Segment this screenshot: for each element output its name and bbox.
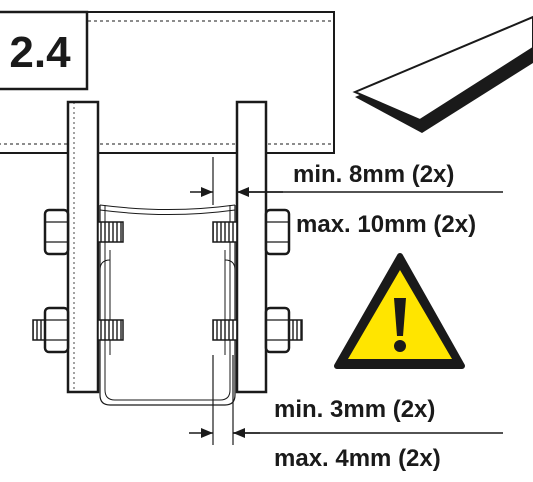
step-number: 2.4 <box>9 28 71 77</box>
upper-gap-dimension <box>190 157 503 205</box>
lower-max-label: max. 4mm (2x) <box>274 445 441 472</box>
lower-left-bolt <box>32 306 124 354</box>
upper-min-label: min. 8mm (2x) <box>293 161 454 188</box>
right-clamp-plate <box>235 100 268 394</box>
upper-left-bolt <box>43 208 124 256</box>
upper-right-bolt <box>212 208 291 256</box>
lower-min-label: min. 3mm (2x) <box>274 396 435 423</box>
left-clamp-plate <box>66 100 100 394</box>
warning-exclamation-icon <box>334 253 465 369</box>
lower-right-bolt <box>212 306 303 354</box>
rubber-strip-icon <box>352 15 533 133</box>
step-number-box: 2.4 <box>0 10 89 91</box>
lower-gap-dimension <box>189 355 503 445</box>
upper-max-label: max. 10mm (2x) <box>296 211 476 238</box>
